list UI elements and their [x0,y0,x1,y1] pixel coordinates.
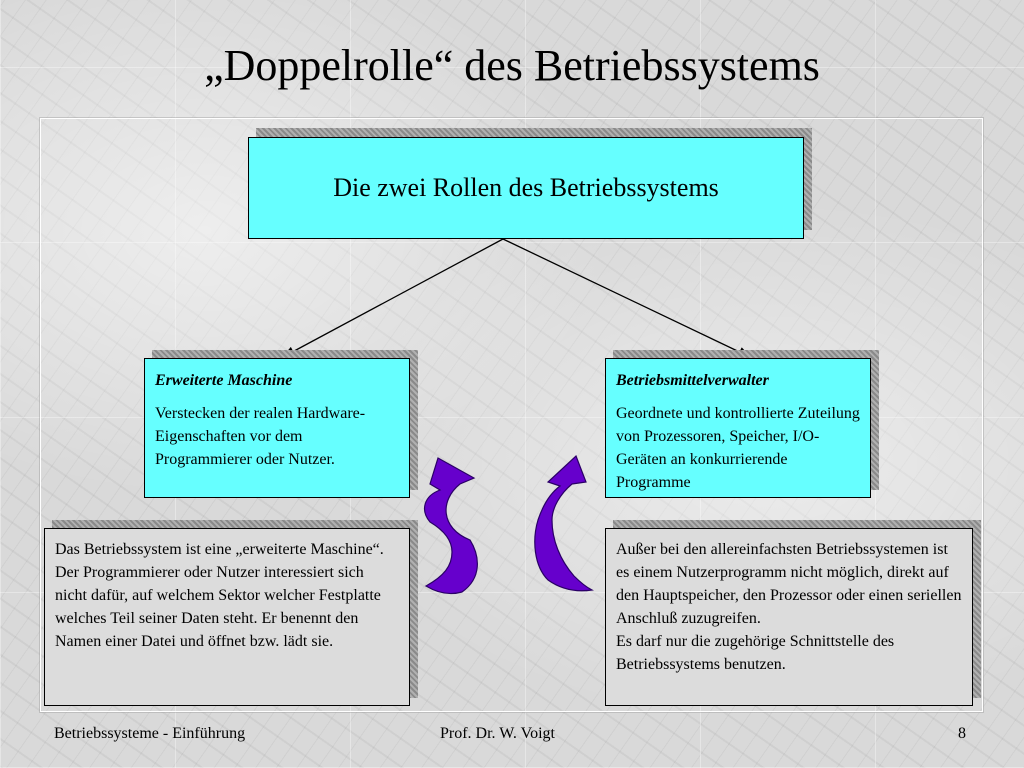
arrow-to-left-role [281,238,504,358]
slide-title: „Doppelrolle“ des Betriebssystems [204,41,820,90]
left-role-box: Erweiterte Maschine Verstecken der reale… [144,358,410,498]
right-curved-arrow-icon [534,454,594,592]
left-curved-arrow-icon [423,457,478,595]
central-role-label: Die zwei Rollen des Betriebssystems [333,173,719,202]
central-role-box: Die zwei Rollen des Betriebssystems [248,137,804,239]
footer-page-number: 8 [958,725,966,742]
left-role-text: Verstecken der realen Hardware-Eigenscha… [155,405,366,468]
footer-author: Prof. Dr. W. Voigt [440,725,555,742]
content-frame [40,118,983,712]
right-role-text: Geordnete und kontrollierte Zuteilung vo… [616,405,860,491]
right-role-heading: Betriebsmittelverwalter [616,372,769,389]
right-role-box: Betriebsmittelverwalter Geordnete und ko… [605,358,871,498]
left-detail-box: Das Betriebssystem ist eine „erweiterte … [44,528,410,706]
right-detail-text-1: Außer bei den allereinfachsten Betriebss… [616,541,962,627]
right-detail-box: Außer bei den allereinfachsten Betriebss… [605,528,973,706]
arrow-to-right-role [502,238,752,358]
left-role-heading: Erweiterte Maschine [155,372,293,389]
footer-course: Betriebssysteme - Einführung [54,725,246,742]
right-detail-text-2: Es darf nur die zugehörige Schnittstelle… [616,633,895,673]
left-detail-text: Das Betriebssystem ist eine „erweiterte … [55,541,384,650]
